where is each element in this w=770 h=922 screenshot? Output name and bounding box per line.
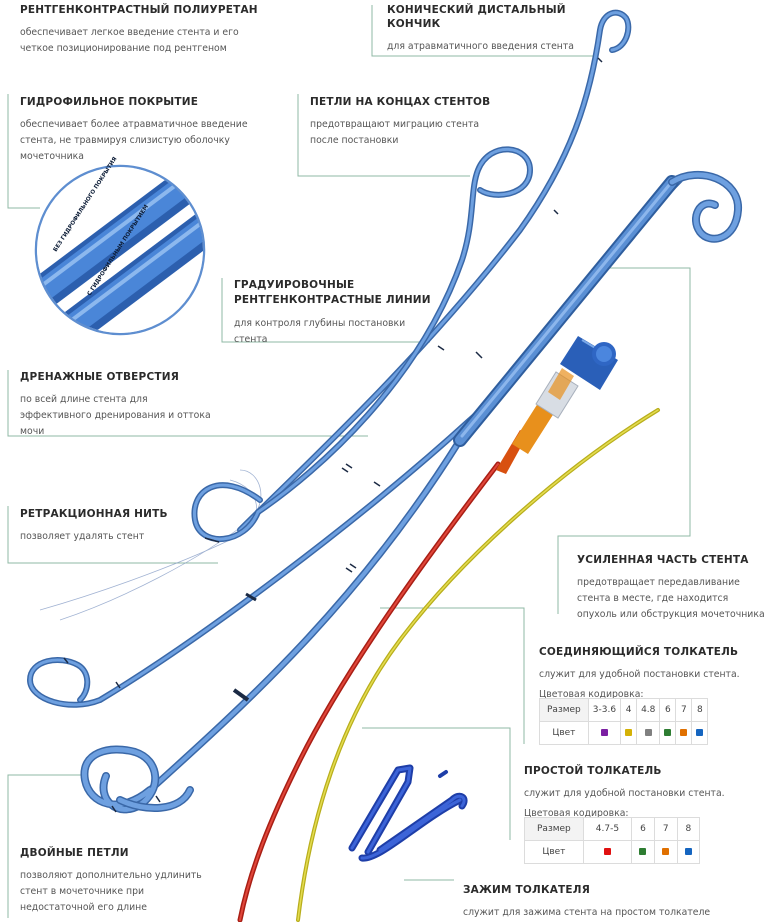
size-cell: 6 — [659, 698, 677, 722]
color-swatch — [680, 729, 688, 736]
label-double-loops-text: позволяют дополнительно удлинить стент в… — [20, 870, 202, 913]
table-header-color: Цвет — [524, 840, 584, 864]
label-graduations: ГРАДУИРОВОЧНЫЕ РЕНТГЕНКОНТРАСТНЫЕ ЛИНИИ … — [234, 278, 434, 348]
label-connecting-pusher: СОЕДИНЯЮЩИЙСЯ ТОЛКАТЕЛЬ служит для удобн… — [539, 645, 764, 703]
label-simple-pusher-text: служит для удобной постановки стента. — [524, 788, 725, 799]
label-hydrophilic-text: обеспечивает более атравматичное введени… — [20, 119, 248, 162]
label-drainage: ДРЕНАЖНЫЕ ОТВЕРСТИЯ по всей длине стента… — [20, 370, 220, 440]
size-cell: 4.8 — [636, 698, 661, 722]
label-tip-title: КОНИЧЕСКИЙ ДИСТАЛЬНЫЙ КОНЧИК — [387, 4, 566, 30]
size-cell: 6 — [631, 817, 655, 841]
color-cell — [620, 721, 638, 745]
color-swatch — [600, 729, 608, 736]
table-header-size: Размер — [524, 817, 584, 841]
color-cell — [636, 721, 661, 745]
label-radiopaque-title: РЕНТГЕНКОНТРАСТНЫЙ ПОЛИУРЕТАН — [20, 4, 258, 16]
color-cell — [653, 840, 678, 864]
table-header-size: Размер — [539, 698, 589, 722]
color-swatch — [684, 848, 692, 855]
color-swatch — [696, 729, 704, 736]
color-swatch — [644, 729, 652, 736]
label-graduations-text: для контроля глубины постановки стента — [234, 318, 406, 345]
label-graduations-title: ГРАДУИРОВОЧНЫЕ РЕНТГЕНКОНТРАСТНЫЕ ЛИНИИ — [234, 279, 431, 306]
color-swatch — [664, 729, 672, 736]
label-radiopaque-text: обеспечивает легкое введение стента и ег… — [20, 27, 239, 54]
label-hydrophilic: ГИДРОФИЛЬНОЕ ПОКРЫТИЕ обеспечивает более… — [20, 95, 275, 165]
color-swatch — [625, 729, 633, 736]
label-reinforced-title: УСИЛЕННАЯ ЧАСТЬ СТЕНТА — [577, 554, 749, 566]
connecting-pusher-color-table: Размер 3-3.6 4 4.8 6 7 8 Цвет — [539, 698, 709, 745]
label-clamp-text: служит для зажима стента на простом толк… — [463, 907, 711, 918]
label-clamp-title: ЗАЖИМ ТОЛКАТЕЛЯ — [463, 884, 590, 896]
size-cell: 3-3.6 — [587, 698, 622, 722]
label-reinforced-text: предотвращает передавливание стента в ме… — [577, 577, 765, 620]
label-thread: РЕТРАКЦИОННАЯ НИТЬ позволяет удалять сте… — [20, 507, 220, 545]
color-swatch — [603, 848, 611, 855]
color-cell — [582, 840, 633, 864]
pusher-clamp — [348, 764, 468, 862]
label-thread-text: позволяет удалять стент — [20, 531, 145, 542]
hydrophilic-inset: БЕЗ ГИДРОФИЛЬНОГО ПОКРЫТИЯ С ГИДРОФИЛЬНЫ… — [34, 156, 206, 336]
graduation-marks — [63, 57, 603, 813]
size-cell: 7 — [675, 698, 693, 722]
size-cell: 7 — [653, 817, 678, 841]
label-simple-pusher-coding: Цветовая кодировка: — [524, 808, 629, 819]
label-hydrophilic-title: ГИДРОФИЛЬНОЕ ПОКРЫТИЕ — [20, 96, 199, 108]
stent-long — [237, 9, 632, 533]
color-cell — [676, 840, 701, 864]
color-cell — [587, 721, 622, 745]
color-cell — [659, 721, 677, 745]
retraction-thread — [39, 469, 262, 621]
label-clamp: ЗАЖИМ ТОЛКАТЕЛЯ служит для зажима стента… — [463, 883, 763, 921]
color-swatch — [639, 848, 647, 855]
color-cell — [691, 721, 709, 745]
label-double-loops: ДВОЙНЫЕ ПЕТЛИ позволяют дополнительно уд… — [20, 846, 210, 916]
label-thread-title: РЕТРАКЦИОННАЯ НИТЬ — [20, 508, 168, 520]
size-cell: 4 — [620, 698, 638, 722]
label-connecting-pusher-text: служит для удобной постановки стента. — [539, 669, 740, 680]
label-double-loops-title: ДВОЙНЫЕ ПЕТЛИ — [20, 847, 129, 859]
label-loops-ends-title: ПЕТЛИ НА КОНЦАХ СТЕНТОВ — [310, 96, 491, 108]
label-connecting-pusher-coding: Цветовая кодировка: — [539, 689, 644, 700]
table-header-color: Цвет — [539, 721, 589, 745]
size-cell: 8 — [691, 698, 709, 722]
size-cell: 8 — [676, 817, 701, 841]
label-loops-ends: ПЕТЛИ НА КОНЦАХ СТЕНТОВ предотвращают ми… — [310, 95, 510, 149]
label-simple-pusher-title: ПРОСТОЙ ТОЛКАТЕЛЬ — [524, 765, 662, 777]
leader-lines — [7, 5, 691, 918]
label-tip: КОНИЧЕСКИЙ ДИСТАЛЬНЫЙ КОНЧИК для атравма… — [387, 3, 617, 55]
size-cell: 4.7-5 — [582, 817, 633, 841]
label-loops-ends-text: предотвращают миграцию стента после пост… — [310, 119, 480, 146]
stent-reinforced — [80, 170, 742, 814]
simple-pusher-color-table: Размер 4.7-5 6 7 8 Цвет — [524, 817, 701, 864]
color-cell — [631, 840, 655, 864]
label-drainage-title: ДРЕНАЖНЫЕ ОТВЕРСТИЯ — [20, 371, 179, 383]
label-radiopaque: РЕНТГЕНКОНТРАСТНЫЙ ПОЛИУРЕТАН обеспечива… — [20, 3, 270, 57]
pusher-connector — [496, 336, 618, 474]
label-simple-pusher: ПРОСТОЙ ТОЛКАТЕЛЬ служит для удобной пос… — [524, 764, 754, 822]
stent-loop-top — [191, 146, 534, 543]
color-swatch — [662, 848, 670, 855]
label-tip-text: для атравматичного введения стента — [387, 41, 574, 52]
label-connecting-pusher-title: СОЕДИНЯЮЩИЙСЯ ТОЛКАТЕЛЬ — [539, 646, 739, 658]
label-reinforced: УСИЛЕННАЯ ЧАСТЬ СТЕНТА предотвращает пер… — [577, 553, 767, 623]
color-cell — [675, 721, 693, 745]
label-drainage-text: по всей длине стента для эффективного др… — [20, 394, 211, 437]
